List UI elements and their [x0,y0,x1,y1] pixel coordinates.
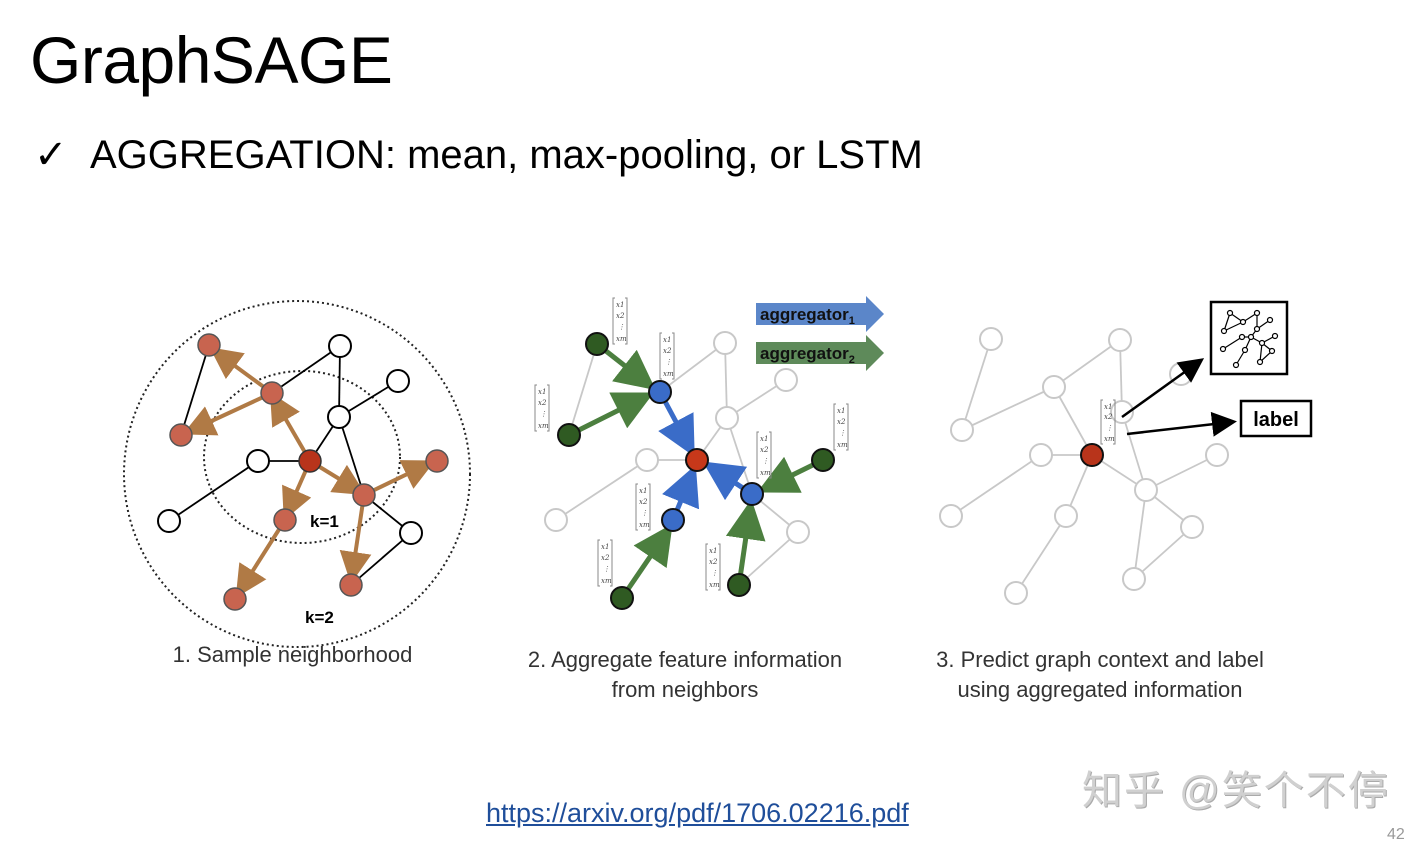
svg-text:⋮: ⋮ [1106,424,1113,432]
svg-text:⋮: ⋮ [711,569,718,577]
bullet-text: AGGREGATION: mean, max-pooling, or LSTM [90,133,923,177]
svg-text:⋮: ⋮ [665,358,672,366]
legend-aggregator-2: aggregator2 [756,335,884,371]
svg-text:xm: xm [709,581,720,589]
svg-text:x1: x1 [760,435,768,443]
caption-panel-2-line-2: from neighbors [611,677,759,702]
graph-context-icon [1209,300,1289,376]
svg-text:xm: xm [663,370,674,378]
checkmark-icon: ✓ [34,133,68,177]
svg-text:xm: xm [837,441,848,449]
caption-panel-3-line-1: 3. Predict graph context and label [936,647,1264,672]
svg-text:xm: xm [538,422,549,430]
panel-predict: x1 x2 ⋮ xm label [939,300,1313,605]
svg-text:x1: x1 [601,543,609,551]
svg-text:x2: x2 [601,554,610,562]
svg-text:x1: x1 [538,388,546,396]
svg-text:xm: xm [760,469,771,477]
svg-text:⋮: ⋮ [540,410,547,418]
svg-text:⋮: ⋮ [618,323,625,331]
watermark: 知乎 @笑个不停 [1082,769,1390,813]
paper-link[interactable]: https://arxiv.org/pdf/1706.02216.pdf [486,798,909,828]
caption-panel-3: 3. Predict graph context and label using… [895,645,1305,705]
svg-text:⋮: ⋮ [762,457,769,465]
svg-text:xm: xm [1104,435,1115,443]
svg-text:x2: x2 [616,312,625,320]
svg-text:x2: x2 [709,558,718,566]
slide-title: GraphSAGE [30,23,393,97]
ring-label-k1: k=1 [310,512,339,531]
svg-text:x2: x2 [760,446,769,454]
svg-text:x2: x2 [837,418,846,426]
svg-text:x1: x1 [639,487,647,495]
svg-text:x1: x1 [1104,403,1112,411]
page-number: 42 [1387,826,1405,843]
svg-text:x1: x1 [616,301,624,309]
caption-panel-2-line-1: 2. Aggregate feature information [527,647,843,672]
svg-text:xm: xm [601,577,612,585]
bullet-aggregation: ✓ AGGREGATION: mean, max-pooling, or LSTM [34,132,923,178]
panel-sample-neighborhood: k=1 k=2 [123,300,471,648]
svg-text:label: label [1253,409,1299,431]
svg-text:⋮: ⋮ [603,565,610,573]
caption-panel-1: 1. Sample neighborhood [172,642,413,667]
svg-text:x2: x2 [663,347,672,355]
svg-text:aggregator2: aggregator2 [760,344,855,366]
svg-text:⋮: ⋮ [839,429,846,437]
svg-text:⋮: ⋮ [641,509,648,517]
label-box: label [1239,399,1313,438]
svg-text:x1: x1 [837,407,845,415]
svg-text:aggregator1: aggregator1 [760,305,855,327]
svg-text:x2: x2 [639,498,648,506]
svg-text:x2: x2 [538,399,547,407]
caption-panel-3-line-2: using aggregated information [957,677,1243,702]
svg-text:x2: x2 [1104,413,1113,421]
ring-label-k2: k=2 [305,608,334,627]
svg-text:x1: x1 [663,336,671,344]
svg-text:x1: x1 [709,547,717,555]
svg-text:xm: xm [639,521,650,529]
caption-panel-2: 2. Aggregate feature information from ne… [490,645,880,705]
legend-aggregator-1: aggregator1 [756,296,884,332]
svg-text:xm: xm [616,335,627,343]
